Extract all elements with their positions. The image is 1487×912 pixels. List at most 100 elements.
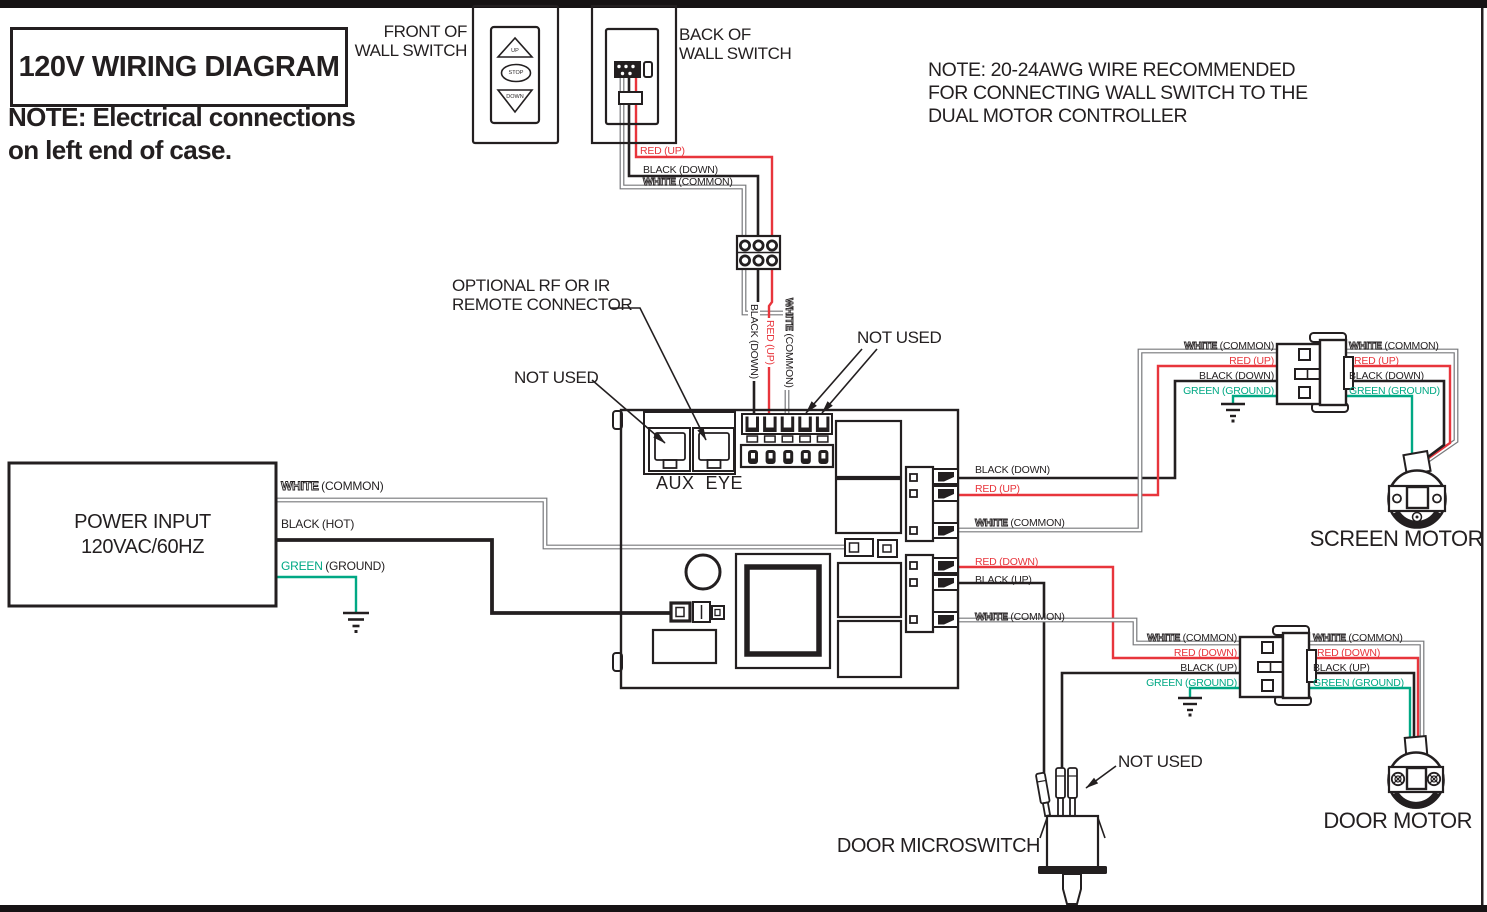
power-input-label: POWER INPUT 120VAC/60HZ [74, 510, 211, 558]
ctrl-door-black-label: BLACK(UP) [975, 574, 1032, 586]
black-wire [958, 379, 1280, 480]
screen-left-white-label: WHITE(COMMON) [1184, 340, 1274, 353]
black-wire [1346, 379, 1446, 465]
black-wire [627, 78, 760, 238]
rf-connector-leader [610, 307, 707, 441]
screen-left-red-label: RED(UP) [1229, 355, 1274, 367]
screen-left-black-label: BLACK(DOWN) [1199, 370, 1274, 382]
controller-board [612, 408, 960, 690]
screen-left-green-label: GREEN(GROUND) [1183, 385, 1274, 397]
not-used-terminal-leader [821, 348, 878, 414]
note-right-line1: NOTE: 20-24AWG WIRE RECOMMENDED [928, 59, 1296, 81]
optional-rf-label: OPTIONAL RF OR IR REMOTE CONNECTOR [452, 276, 633, 314]
red-wire [1346, 364, 1452, 463]
vertical-wire-label-red: RED(UP) [764, 318, 776, 367]
not-used-aux-leader [591, 379, 666, 444]
buzzer [684, 553, 722, 591]
note-right: NOTE: 20-24AWG WIRE RECOMMENDED FOR CONN… [928, 59, 1308, 128]
screen-motor-label: SCREEN MOTOR [1309, 526, 1484, 551]
door-right-red-label: RED(DOWN) [1317, 647, 1381, 659]
green-wire [1188, 686, 1243, 697]
power-white-label: WHITE(COMMON) [281, 479, 384, 493]
vertical-wire-label-black: BLACK(DOWN) [748, 302, 760, 381]
aux-eye-label: AUX EYE [656, 473, 744, 493]
power-black-label: BLACK(HOT) [281, 517, 355, 531]
note-right-line2: FOR CONNECTING WALL SWITCH TO THE [928, 82, 1308, 104]
screen-right-red-label: RED(UP) [1354, 355, 1399, 367]
black-wire [958, 581, 1046, 774]
not-used-terminal-leader [805, 348, 863, 414]
wall-switch-back [590, 4, 678, 145]
door-left-black-label: BLACK(UP) [1180, 662, 1237, 674]
relay-blocks [651, 419, 903, 679]
up-button-label: UP [511, 48, 519, 54]
door-microswitch-graphic [1035, 767, 1107, 905]
switch-terminal-strip [739, 413, 835, 469]
door-right-green-label: GREEN(GROUND) [1313, 677, 1404, 689]
white-wire [1346, 348, 1459, 463]
stop-button-label: STOP [508, 70, 524, 76]
white-wire [276, 497, 846, 550]
inline-connector-door [1238, 625, 1317, 706]
aux-eye-jacks [643, 411, 736, 475]
red-wire [958, 364, 1280, 497]
door-right-white-label: WHITE(COMMON) [1313, 632, 1403, 645]
inline-connector-switch [735, 234, 782, 271]
door-right-black-label: BLACK(UP) [1313, 662, 1370, 674]
screen-channel-wires [958, 348, 1459, 533]
back-wall-switch-label: BACK OF WALL SWITCH [679, 25, 792, 63]
door-motor-label: DOOR MOTOR [1323, 808, 1472, 833]
up-button [496, 36, 534, 58]
note-right-line3: DUAL MOTOR CONTROLLER [928, 105, 1188, 127]
red-wire [1309, 656, 1420, 750]
common-entry-component [844, 538, 898, 558]
cable-clamp [618, 91, 643, 105]
green-wire [1231, 394, 1277, 403]
front-wall-switch-label: FRONT OF WALL SWITCH [354, 22, 468, 60]
black-wire [1309, 671, 1416, 752]
screen-output-connector [904, 465, 959, 543]
wire-label-black-down: BLACK(DOWN) [643, 164, 718, 176]
board-outline [619, 408, 960, 690]
title-box: 120V WIRING DIAGRAM [10, 27, 348, 107]
white-wire [958, 617, 1243, 646]
note-left-line2: on left end of case. [8, 135, 232, 165]
vertical-wire-label-white: WHITE(COMMON) [783, 296, 795, 390]
stop-button [500, 63, 532, 83]
power-green-label: GREEN(GROUND) [281, 559, 385, 573]
door-left-white-label: WHITE(COMMON) [1147, 632, 1237, 645]
not-used-microswitch-leader [1085, 765, 1117, 789]
down-button [496, 89, 534, 114]
ctrl-screen-red-label: RED(UP) [975, 483, 1020, 495]
power-input-box [7, 461, 278, 608]
note-left: NOTE: Electrical connections on left end… [8, 101, 356, 167]
not-used-aux-label: NOT USED [514, 368, 599, 387]
switch-terminal-block [614, 61, 641, 78]
white-wire [958, 348, 1280, 533]
ctrl-screen-black-label: BLACK(DOWN) [975, 464, 1050, 476]
black-wire [1060, 671, 1243, 772]
red-wire [958, 565, 1243, 660]
green-wire [1346, 394, 1414, 458]
white-wire [1309, 640, 1425, 748]
not-used-terminals-label: NOT USED [857, 328, 942, 347]
door-motor-graphic [1387, 735, 1445, 809]
green-wire [1309, 686, 1412, 754]
power-wires [276, 497, 846, 633]
ground-symbol [343, 611, 369, 633]
door-left-red-label: RED(DOWN) [1173, 647, 1237, 659]
wire-label-red-up: RED(UP) [640, 145, 685, 157]
ctrl-screen-white-label: WHITE(COMMON) [975, 517, 1065, 530]
hot-entry-component [669, 601, 725, 623]
down-button-label: DOWN [506, 93, 524, 100]
screen-right-white-label: WHITE(COMMON) [1349, 340, 1439, 353]
transformer [734, 552, 832, 670]
inline-connector-screen [1275, 332, 1354, 413]
screen-right-black-label: BLACK(DOWN) [1349, 370, 1424, 382]
door-output-connector [904, 553, 959, 634]
door-channel-wires [958, 565, 1425, 774]
door-left-green-label: GREEN(GROUND) [1146, 677, 1237, 689]
